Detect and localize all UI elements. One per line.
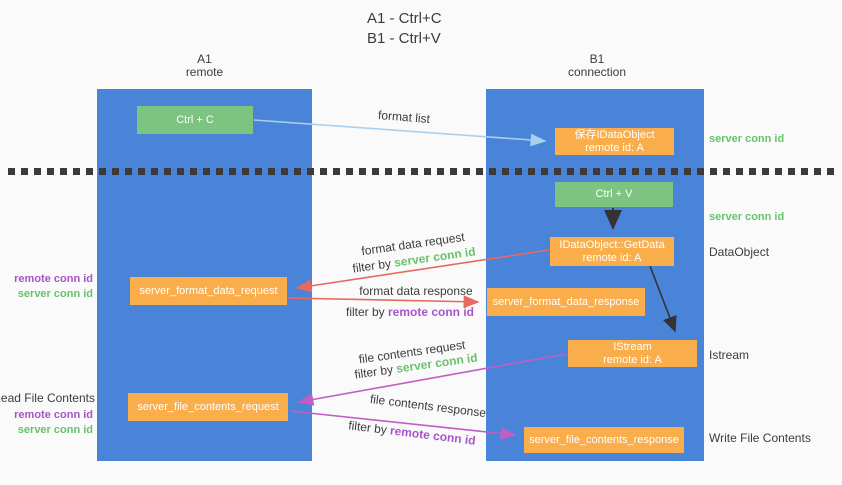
remote-conn-id-text: remote conn id [389,423,477,448]
diagram-title: A1 - Ctrl+C B1 - Ctrl+V [367,9,442,49]
ctrl-v-box: Ctrl + V [555,182,673,207]
server-format-data-request-box: server_format_data_request [130,277,287,305]
istream-side-label: Istream [709,348,750,362]
istream-line2: remote id: A [603,353,662,366]
left-server-conn-id-label-2: server conn id [17,424,93,436]
server-file-contents-response-box: server_file_contents_response [524,427,684,453]
title-line-1: A1 - Ctrl+C [367,10,442,27]
format-data-response-label: format data response [359,284,473,298]
lane-a1-role: remote [185,65,224,79]
server-format-data-response-box: server_format_data_response [487,288,645,316]
file-contents-response-label: file contents response [369,391,487,421]
ctrl-c-label: Ctrl + C [176,113,214,126]
file-request-label: server_file_contents_request [137,400,279,413]
save-idataobject-line2: remote id: A [585,141,644,154]
getdata-line1: IDataObject::GetData [559,238,665,251]
lane-b1-role: connection [567,65,627,79]
getdata-line2: remote id: A [582,251,642,264]
filter-by-text: filter by [345,305,388,319]
left-remote-conn-id-label-1: remote conn id [14,273,93,285]
lane-b1-name: B1 [589,52,605,66]
write-file-contents-label: Write File Contents [709,431,811,445]
ctrl-c-box: Ctrl + C [137,106,253,134]
ctrl-v-label: Ctrl + V [595,188,633,200]
idataobject-getdata-box: IDataObject::GetData remote id: A [550,237,674,266]
remote-conn-id-text: remote conn id [388,305,475,319]
lane-header-b1: B1 connection [488,53,706,79]
save-idataobject-box: 保存IDataObject remote id: A [555,128,674,155]
istream-line1: IStream [613,340,652,353]
dotted-divider [8,168,834,175]
dataobject-label: DataObject [709,245,770,259]
file-response-label: server_file_contents_response [529,433,679,446]
title-line-2: B1 - Ctrl+V [367,30,441,47]
arrow-format-data-response [287,295,480,309]
format-list-label: format list [377,107,431,127]
left-server-conn-id-label-1: server conn id [17,288,93,300]
right-server-conn-id-label-2: server conn id [709,211,785,223]
server-file-contents-request-box: server_file_contents_request [128,393,288,421]
lane-header-a1: A1 remote [97,53,312,79]
read-file-contents-label: Read File Contents [0,391,95,405]
right-server-conn-id-label-1: server conn id [709,133,785,145]
lane-a1-name: A1 [197,52,212,66]
filter-by-remote-conn-id-label-2: filter by remote conn id [348,418,477,447]
filter-by-remote-conn-id-label-1: filter by remote conn id [346,305,474,319]
filter-by-text: filter by [347,418,392,438]
format-request-label: server_format_data_request [139,284,278,297]
left-remote-conn-id-label-2: remote conn id [14,409,93,421]
istream-box: IStream remote id: A [568,340,697,367]
format-response-label: server_format_data_response [492,295,640,308]
filter-by-text: filter by [351,255,396,276]
save-idataobject-line1: 保存IDataObject [574,128,655,141]
